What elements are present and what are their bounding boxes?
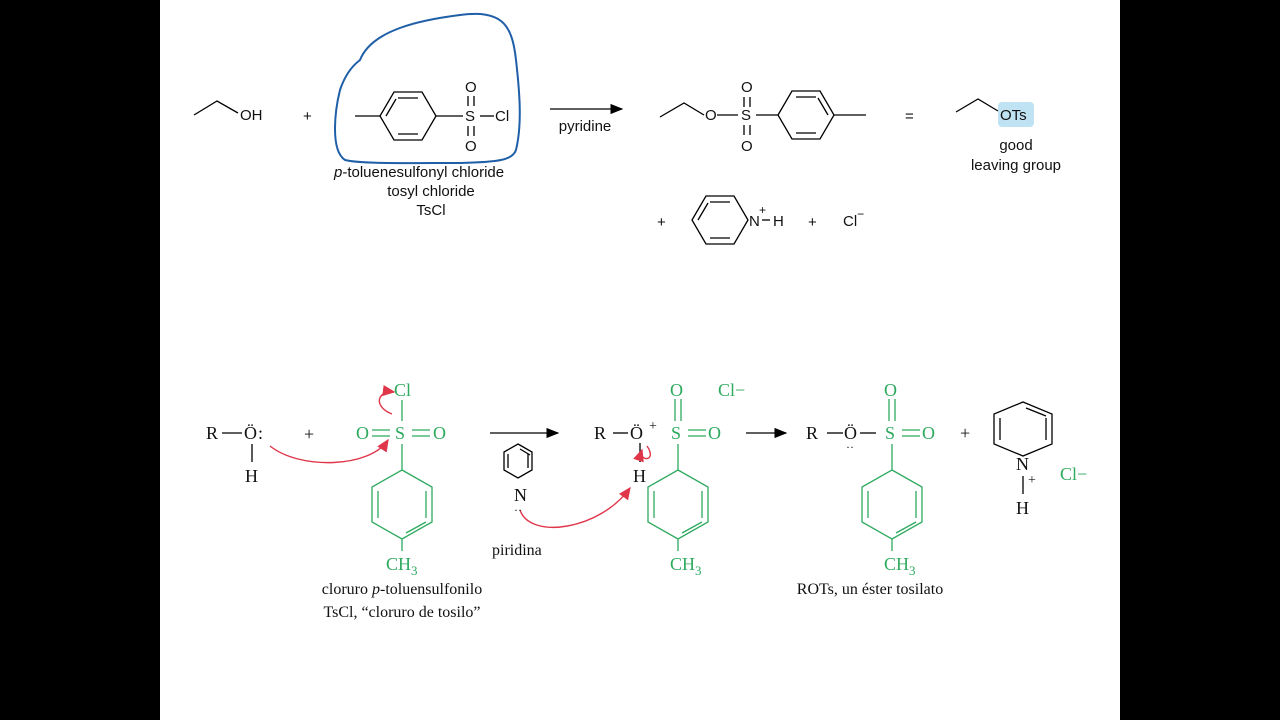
ethanol-oh-label: OH	[240, 107, 263, 124]
bottom-black-bonds	[222, 401, 1053, 494]
reaction-scheme: OH + O S O Cl p-toluenesulfonyl chloride…	[193, 13, 1087, 621]
tscl-o-top: O	[465, 79, 477, 96]
oxygen-1: Ö	[244, 423, 257, 443]
tscl-s: S	[395, 423, 405, 443]
r-group-1: R	[206, 423, 218, 443]
bottom-green-bonds	[371, 399, 923, 551]
tscl-spanish-name-2: TsCl, “cloruro de tosilo”	[323, 604, 480, 621]
tscl-spanish-name-1: cloruro p-toluensulfonilo	[322, 581, 482, 598]
electron-flow-arrows	[269, 385, 651, 529]
r-group-3: R	[806, 423, 818, 443]
hydrogen-1: H	[245, 466, 258, 486]
tscl-structure	[355, 91, 494, 141]
annotation-circle	[334, 13, 521, 165]
red-arrow-oh-bond	[633, 445, 651, 463]
plus-sign: +	[808, 214, 817, 231]
pyridine-label: pyridine	[559, 118, 612, 135]
tscl-s: S	[465, 108, 475, 125]
ots-shorthand-structure	[955, 98, 999, 113]
oxygen-2: Ö	[630, 423, 643, 443]
plus-sign: +	[657, 214, 666, 231]
ch3-2: CH3	[670, 554, 702, 578]
chloride-2: Cl−	[1060, 464, 1087, 484]
ots-highlight	[998, 102, 1034, 127]
pyridine-n: N	[514, 485, 527, 505]
ch3-1: CH3	[386, 554, 418, 578]
tscl-name-line1: p-toluenesulfonyl chloride	[333, 164, 504, 181]
top-scheme	[193, 90, 999, 245]
product-o: O	[705, 107, 717, 124]
tscl-o-left: O	[356, 423, 369, 443]
pyridinium-h: H	[1016, 498, 1029, 518]
equals-sign: =	[905, 108, 914, 125]
chloride-1: Cl−	[718, 380, 745, 400]
piridina-label: piridina	[492, 542, 542, 559]
intermediate-o-right: O	[708, 423, 721, 443]
plus-sign: +	[303, 108, 312, 125]
ots-label: OTs	[1000, 107, 1027, 124]
pyridinium-n: N	[1016, 454, 1029, 474]
rots-s: S	[885, 423, 895, 443]
red-arrow-pyridine-to-h	[519, 486, 631, 529]
red-arrow-cl-leaving	[378, 385, 396, 415]
intermediate-s: S	[671, 423, 681, 443]
rots-o-right: O	[922, 423, 935, 443]
ethanol-structure	[193, 100, 239, 116]
r-group-2: R	[594, 423, 606, 443]
tscl-name-line3: TsCl	[416, 202, 445, 219]
red-arrow-o-to-s	[269, 438, 389, 464]
intermediate-o-top: O	[670, 380, 683, 400]
chlorine: Cl	[394, 380, 411, 400]
pyridinium-h: H	[773, 213, 784, 230]
plus-sign: +	[304, 424, 314, 444]
tscl-o-bottom: O	[465, 138, 477, 155]
pyridine-lone-pair: ··	[514, 503, 522, 517]
tscl-name-line2: tosyl chloride	[387, 183, 475, 200]
rots-label: ROTs, un éster tosilato	[797, 581, 943, 598]
tscl-cl: Cl	[495, 108, 509, 125]
ch3-3: CH3	[884, 554, 916, 578]
oxygen-3-lone-pair: ··	[846, 440, 854, 454]
oxygen-3: Ö	[844, 423, 857, 443]
chloride: Cl−	[843, 207, 864, 230]
product-o-bottom: O	[741, 138, 753, 155]
pyridinium-n: N	[749, 213, 760, 230]
pyridinium-plus: +	[759, 203, 766, 217]
rots-o-top: O	[884, 380, 897, 400]
oxygen-1-colon: :	[258, 423, 263, 443]
ethyl-tosylate-structure	[659, 90, 866, 140]
pyridinium-plus: +	[1028, 473, 1036, 488]
oxygen-2-plus: +	[649, 419, 657, 434]
tscl-o-right: O	[433, 423, 446, 443]
hydrogen-2: H	[633, 466, 646, 486]
product-o-top: O	[741, 79, 753, 96]
plus-sign: +	[960, 423, 970, 443]
pyridinium-top-structure	[691, 195, 770, 245]
leaving-group-label: leaving group	[971, 157, 1061, 174]
product-s: S	[741, 107, 751, 124]
slide-page: OH + O S O Cl p-toluenesulfonyl chloride…	[160, 0, 1120, 720]
good-label: good	[999, 137, 1032, 154]
